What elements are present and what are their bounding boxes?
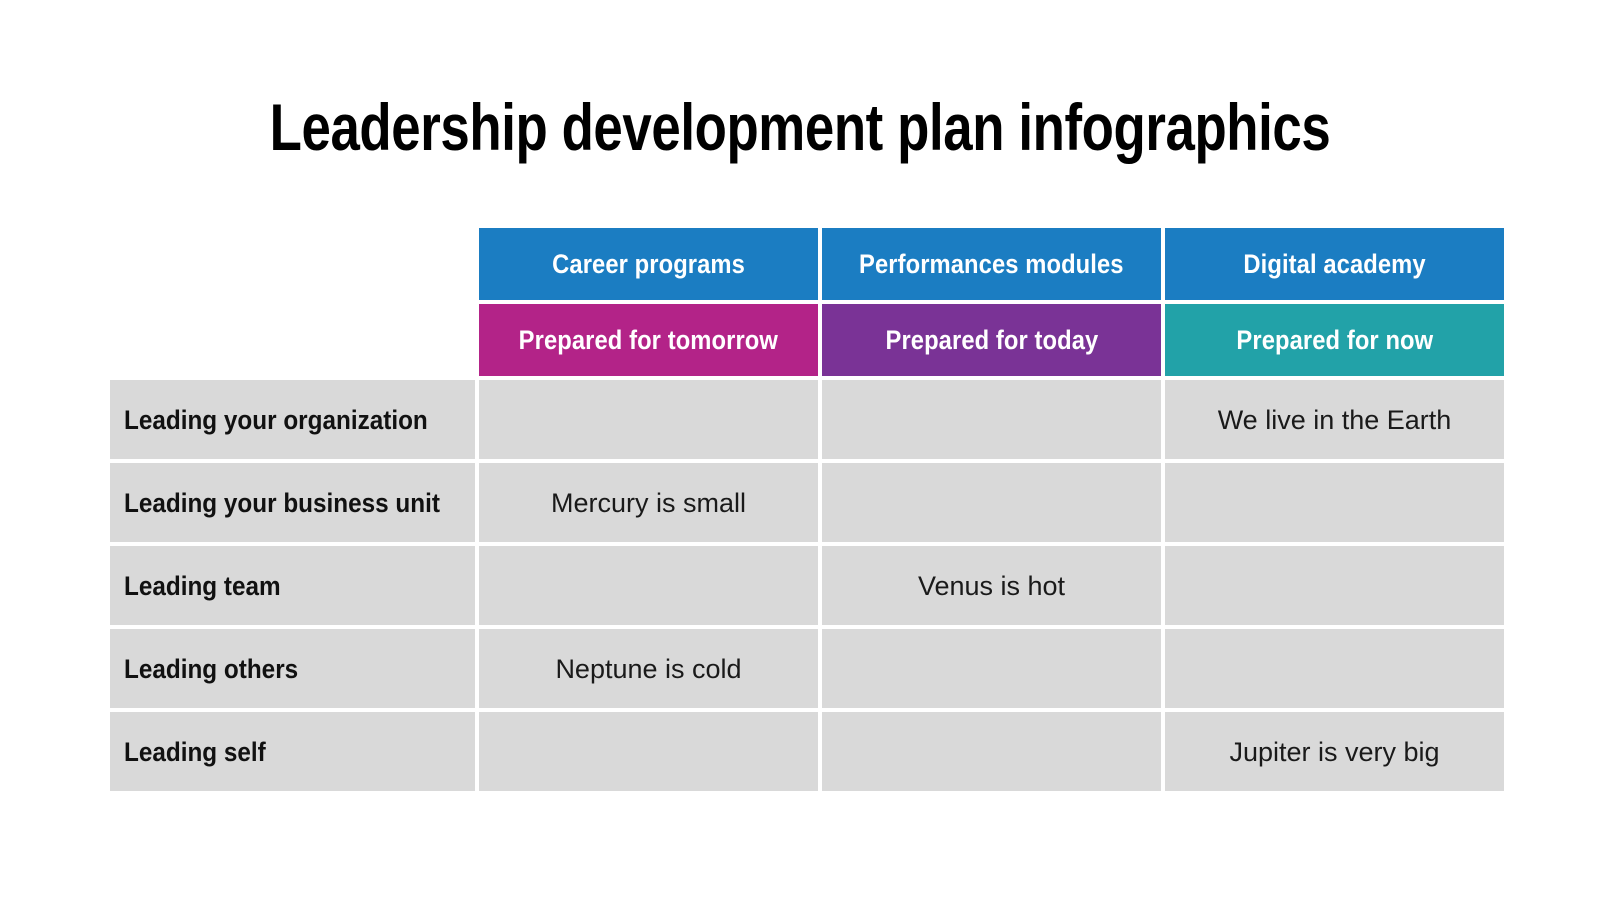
column-subheader-label: Prepared for now xyxy=(1236,325,1433,355)
column-header-digital-academy: Digital academy xyxy=(1165,228,1504,300)
row-header-leading-your-business-unit: Leading your business unit xyxy=(110,463,475,542)
table-cell xyxy=(479,380,818,459)
table-cell-text: We live in the Earth xyxy=(1217,404,1452,435)
table-cell: Neptune is cold xyxy=(479,629,818,708)
table-cell xyxy=(479,546,818,625)
row-header-leading-others: Leading others xyxy=(110,629,475,708)
table-cell xyxy=(822,629,1161,708)
table-cell: Jupiter is very big xyxy=(1165,712,1504,791)
table-cell-text: Venus is hot xyxy=(917,570,1066,601)
column-subheader-prepared-for-today: Prepared for today xyxy=(822,304,1161,376)
column-subheader-prepared-for-now: Prepared for now xyxy=(1165,304,1504,376)
table-corner-cell-sub xyxy=(110,304,475,376)
table-cell-text: Neptune is cold xyxy=(555,653,742,684)
column-header-label: Career programs xyxy=(552,249,745,279)
column-header-performances-modules: Performances modules xyxy=(822,228,1161,300)
row-header-leading-self: Leading self xyxy=(110,712,475,791)
column-header-label: Performances modules xyxy=(859,249,1124,279)
column-header-career-programs: Career programs xyxy=(479,228,818,300)
table-cell xyxy=(822,463,1161,542)
column-subheader-prepared-for-tomorrow: Prepared for tomorrow xyxy=(479,304,818,376)
row-header-leading-team: Leading team xyxy=(110,546,475,625)
table-cell xyxy=(1165,463,1504,542)
row-header-label: Leading others xyxy=(124,653,299,684)
table-cell: We live in the Earth xyxy=(1165,380,1504,459)
table-cell xyxy=(822,712,1161,791)
page-title: Leadership development plan infographics xyxy=(269,90,1331,164)
row-header-label: Leading your organization xyxy=(124,404,428,435)
table-cell-text: Mercury is small xyxy=(550,487,746,518)
table-cell xyxy=(1165,629,1504,708)
table-cell xyxy=(479,712,818,791)
table-cell-text: Jupiter is very big xyxy=(1229,736,1440,767)
table-cell xyxy=(1165,546,1504,625)
row-header-leading-your-organization: Leading your organization xyxy=(110,380,475,459)
row-header-label: Leading team xyxy=(124,570,281,601)
table-cell: Mercury is small xyxy=(479,463,818,542)
table-cell: Venus is hot xyxy=(822,546,1161,625)
comparison-table: Career programs Performances modules Dig… xyxy=(110,228,1504,791)
row-header-label: Leading your business unit xyxy=(124,487,440,518)
table-corner-cell xyxy=(110,228,475,300)
column-subheader-label: Prepared for tomorrow xyxy=(518,325,779,355)
column-header-label: Digital academy xyxy=(1243,249,1426,279)
column-subheader-label: Prepared for today xyxy=(885,325,1098,355)
table-cell xyxy=(822,380,1161,459)
row-header-label: Leading self xyxy=(124,736,266,767)
